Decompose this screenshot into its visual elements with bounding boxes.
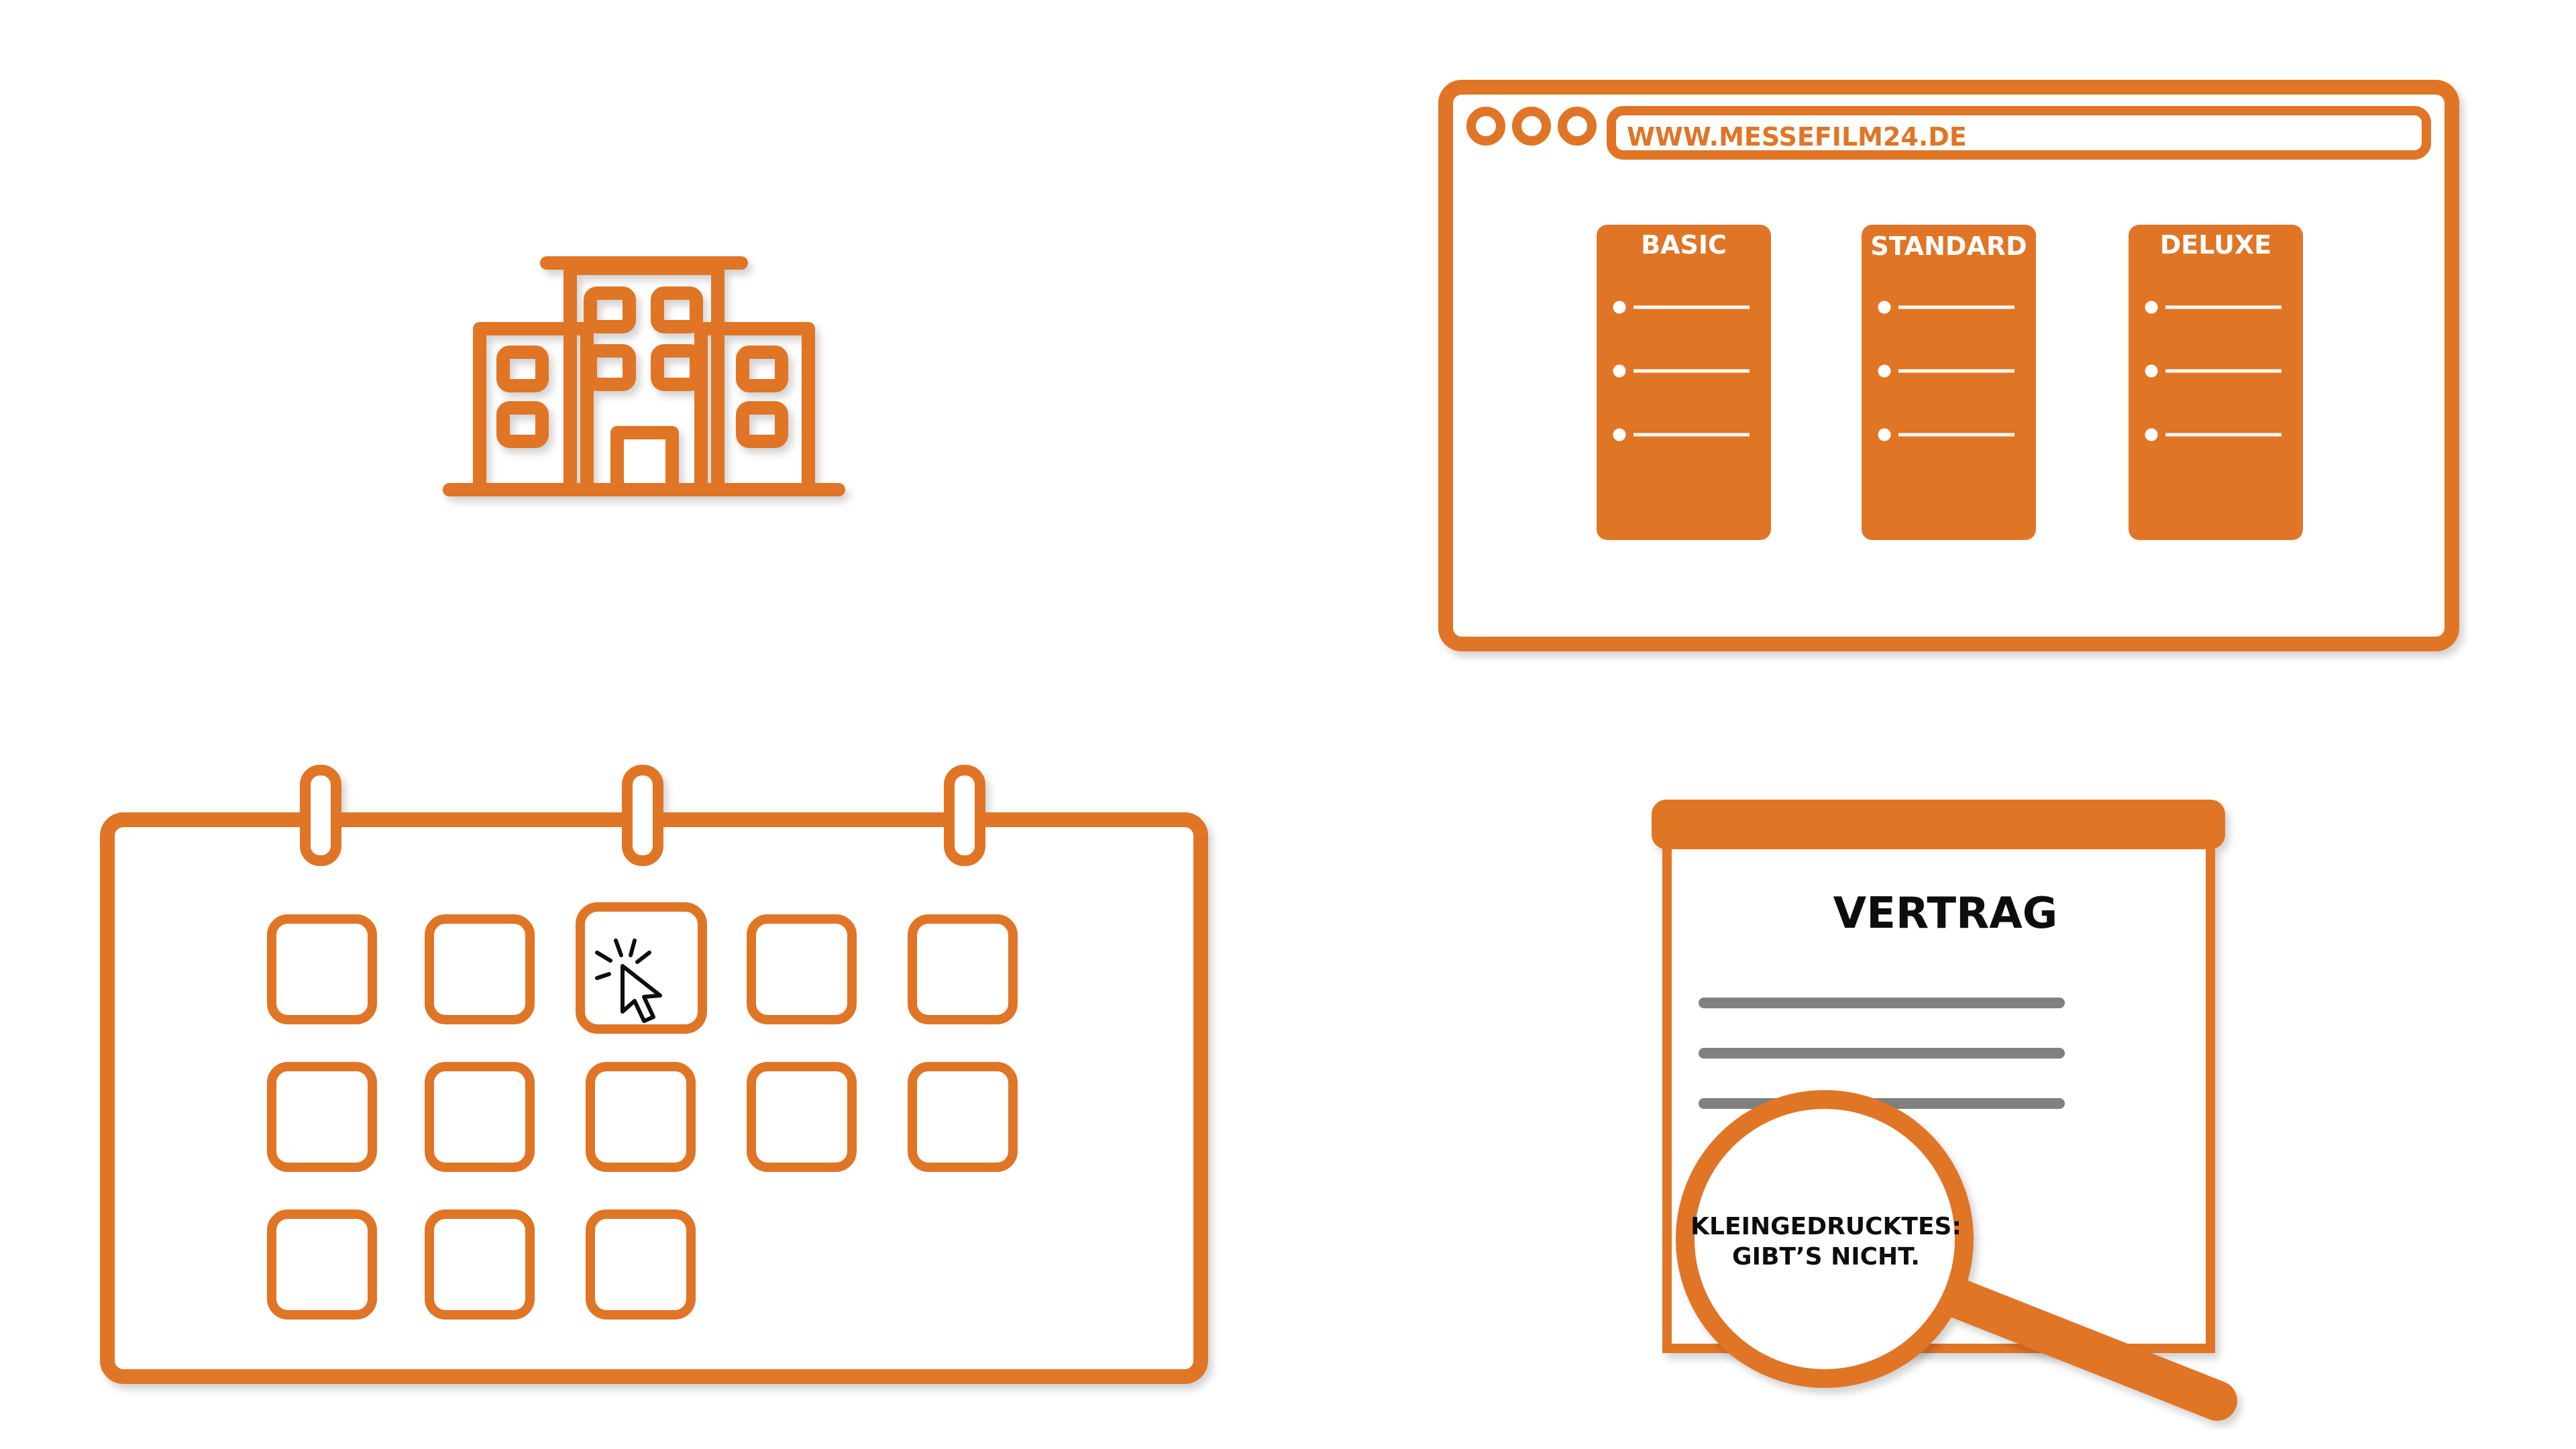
calendar-day[interactable] — [586, 1062, 696, 1172]
window-control-dot[interactable] — [1466, 107, 1505, 146]
plan-card-standard[interactable]: STANDARD — [1862, 225, 2036, 540]
plan-feature-bullets — [1878, 301, 2015, 441]
magnifier-handle — [1912, 1268, 2237, 1421]
office-building-icon — [443, 256, 845, 496]
plan-card-deluxe[interactable]: DELUXE — [2129, 225, 2303, 540]
calendar-day[interactable] — [425, 1210, 535, 1320]
contract-header-bar — [1652, 800, 2225, 849]
calendar-day[interactable] — [267, 1062, 377, 1172]
magnifier-text-line-2: GIBT’S NICHT. — [1732, 1243, 1920, 1271]
calendar-day[interactable] — [908, 1062, 1018, 1172]
calendar-day[interactable] — [267, 914, 377, 1024]
window-control-dot[interactable] — [1558, 107, 1597, 146]
calendar-icon — [100, 765, 1208, 1384]
magnifier-lens — [1676, 1090, 1974, 1388]
magnifying-glass-icon[interactable]: KLEINGEDRUCKTES: GIBT’S NICHT. — [1676, 1090, 2237, 1421]
mouse-pointer-click-icon — [595, 938, 662, 1023]
calendar-day[interactable] — [747, 914, 857, 1024]
address-bar-url: WWW.MESSEFILM24.DE — [1627, 122, 1967, 152]
calendar-day[interactable] — [425, 914, 535, 1024]
calendar-day[interactable] — [908, 914, 1018, 1024]
calendar-rings — [300, 765, 985, 866]
calendar-day-grid — [267, 902, 1018, 1320]
plan-card-title: STANDARD — [1870, 231, 2027, 261]
browser-window: WWW.MESSEFILM24.DE BASIC STANDARD DELUXE — [1438, 80, 2459, 651]
calendar-day[interactable] — [425, 1062, 535, 1172]
plan-card-title: BASIC — [1641, 230, 1727, 260]
plan-card-title: DELUXE — [2160, 230, 2271, 260]
calendar-day[interactable] — [267, 1210, 377, 1320]
address-bar[interactable] — [1607, 106, 2431, 160]
contract-title: VERTRAG — [1833, 889, 2058, 938]
calendar-day[interactable] — [747, 1062, 857, 1172]
magnifier-text-line-1: KLEINGEDRUCKTES: — [1690, 1213, 1962, 1240]
window-control-dot[interactable] — [1512, 107, 1551, 146]
plan-feature-bullets — [2145, 301, 2282, 441]
plan-card-basic[interactable]: BASIC — [1597, 225, 1771, 540]
calendar-day[interactable] — [586, 1210, 696, 1320]
calendar-day-selected[interactable] — [576, 902, 707, 1034]
plan-feature-bullets — [1613, 301, 1750, 441]
